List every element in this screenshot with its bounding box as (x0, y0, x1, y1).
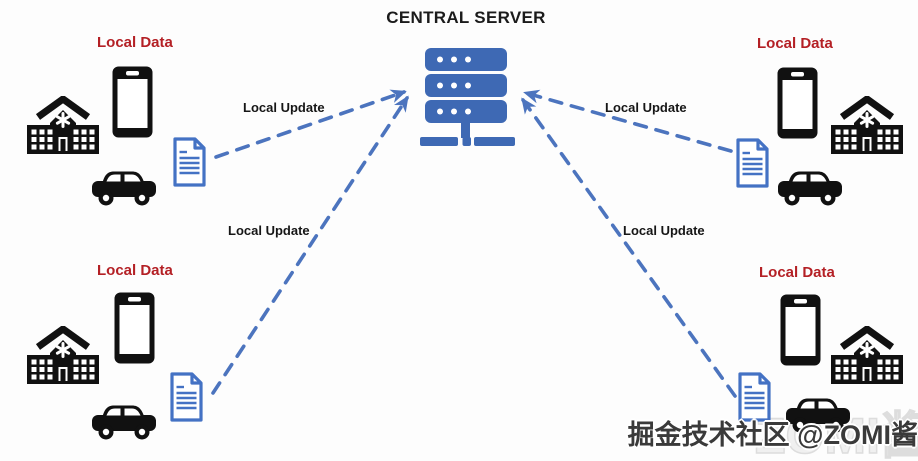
local-update-label-bottom-right: Local Update (623, 223, 705, 238)
arrow-top-left (214, 89, 407, 159)
smartphone-icon (114, 292, 155, 364)
arrow-top-right (523, 89, 733, 153)
hospital-icon (831, 96, 903, 154)
arrow-bottom-right (521, 97, 737, 398)
central-server-title: CENTRAL SERVER (386, 8, 546, 27)
smartphone-icon (780, 294, 821, 366)
arrow-bottom-left (211, 95, 409, 395)
local-update-label-top-right: Local Update (605, 100, 687, 115)
local-update-label-top-left: Local Update (243, 100, 325, 115)
document-icon (734, 138, 771, 188)
local-data-label: Local Data (757, 35, 833, 52)
smartphone-icon (777, 67, 818, 139)
local-data-label: Local Data (97, 34, 173, 51)
server-icon (420, 48, 515, 148)
document-icon (171, 137, 208, 187)
local-data-label: Local Data (97, 262, 173, 279)
car-icon (777, 169, 843, 207)
document-icon (168, 372, 205, 422)
car-icon (91, 403, 157, 441)
hospital-icon (27, 326, 99, 384)
hospital-icon (831, 326, 903, 384)
local-data-label: Local Data (759, 264, 835, 281)
watermark: 掘金技术社区 @ZOMI酱 (627, 420, 918, 450)
car-icon (91, 169, 157, 207)
hospital-icon (27, 96, 99, 154)
local-update-label-bottom-left: Local Update (228, 223, 310, 238)
smartphone-icon (112, 66, 153, 138)
